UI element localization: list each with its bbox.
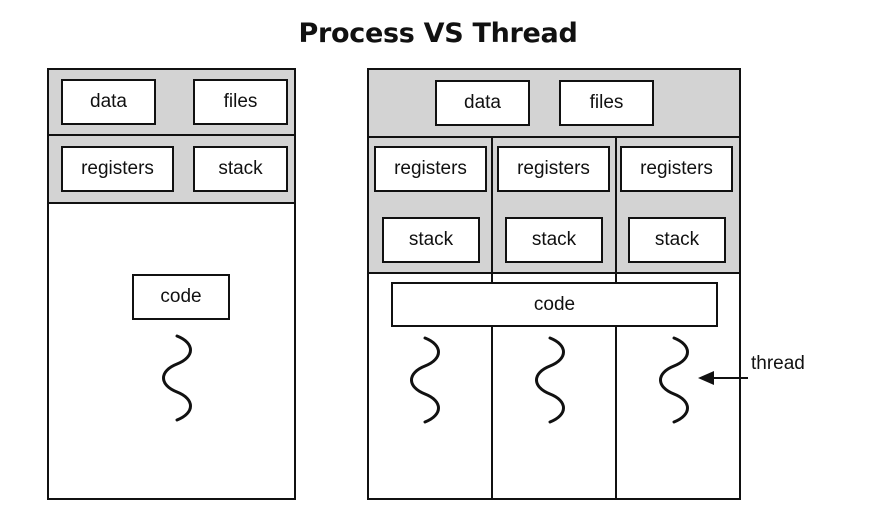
process-registers-label: registers [81, 158, 154, 179]
multithread-code-label: code [534, 294, 575, 315]
process-registers-box: registers [61, 146, 174, 192]
thread-1-squiggle-icon [410, 336, 440, 424]
thread-annotation: thread [698, 353, 805, 385]
thread-2-registers-label: registers [517, 158, 590, 179]
multithread-data-label: data [464, 92, 501, 113]
thread-annotation-label: thread [751, 353, 805, 374]
process-diagram: data files registers stack code [47, 68, 296, 500]
thread-1-registers-label: registers [394, 158, 467, 179]
process-files-box: files [193, 79, 288, 125]
thread-arrow-head-icon [698, 371, 714, 385]
thread-3-squiggle-icon [659, 336, 689, 424]
process-stack-box: stack [193, 146, 288, 192]
process-code-region [47, 202, 296, 500]
multithread-files-label: files [590, 92, 624, 113]
thread-3-stack-box: stack [628, 217, 726, 263]
process-code-label: code [160, 286, 201, 307]
thread-1-stack-box: stack [382, 217, 480, 263]
thread-2-stack-label: stack [532, 229, 577, 250]
thread-3-stack-label: stack [655, 229, 700, 250]
thread-1-stack-label: stack [409, 229, 454, 250]
thread-2-stack-box: stack [505, 217, 603, 263]
thread-2-registers-box: registers [497, 146, 610, 192]
process-data-label: data [90, 91, 127, 112]
process-code-box: code [132, 274, 230, 320]
multithread-files-box: files [559, 80, 654, 126]
multithread-code-box: code [391, 282, 718, 327]
process-data-box: data [61, 79, 156, 125]
multithread-data-box: data [435, 80, 530, 126]
process-stack-label: stack [218, 158, 263, 179]
multithread-diagram: data files registers stack registers sta… [367, 68, 741, 500]
process-files-label: files [224, 91, 258, 112]
thread-3-registers-label: registers [640, 158, 713, 179]
thread-1-registers-box: registers [374, 146, 487, 192]
diagram-title: Process VS Thread [298, 18, 578, 49]
multithread-shared-band [367, 68, 741, 138]
thread-squiggle-icon [162, 334, 192, 422]
thread-2-squiggle-icon [535, 336, 565, 424]
thread-3-registers-box: registers [620, 146, 733, 192]
